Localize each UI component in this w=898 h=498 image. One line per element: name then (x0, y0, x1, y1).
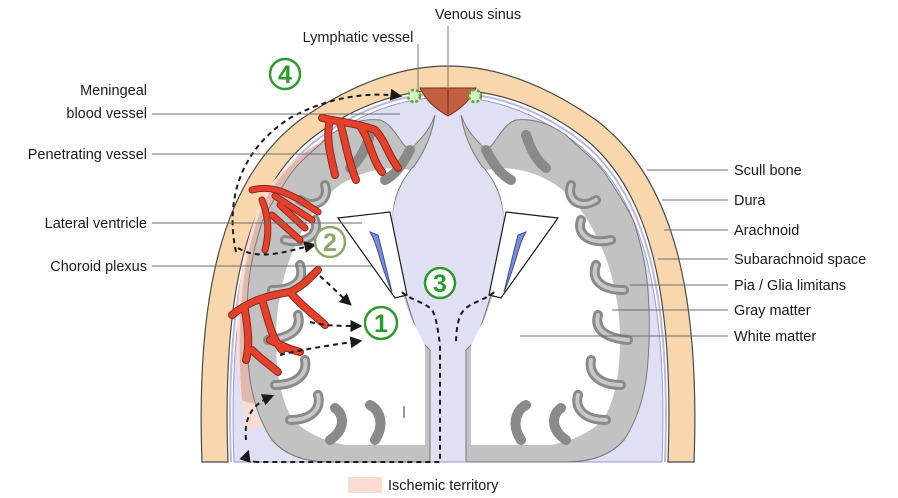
label-gray-matter: Gray matter (734, 303, 811, 319)
label-lateral-ventricle: Lateral ventricle (45, 216, 147, 232)
label-meningeal-2: blood vessel (66, 106, 147, 122)
marker-3: 3 (425, 268, 455, 298)
label-subarachnoid-space: Subarachnoid space (734, 252, 866, 268)
svg-text:4: 4 (278, 61, 292, 89)
svg-text:3: 3 (433, 270, 447, 298)
marker-4: 4 (270, 59, 300, 89)
lymphatic-vessel-right (469, 90, 481, 102)
svg-text:2: 2 (323, 229, 337, 257)
label-pia-glia: Pia / Glia limitans (734, 278, 846, 294)
label-penetrating-vessel: Penetrating vessel (28, 147, 147, 163)
label-white-matter: White matter (734, 329, 816, 345)
label-arachnoid: Arachnoid (734, 223, 799, 239)
label-venous-sinus: Venous sinus (435, 7, 521, 23)
label-dura: Dura (734, 193, 766, 209)
marker-2: 2 (315, 227, 345, 257)
legend-swatch (348, 477, 382, 493)
svg-text:1: 1 (374, 310, 388, 338)
label-meningeal-1: Meningeal (80, 83, 147, 99)
label-lymphatic-vessel: Lymphatic vessel (303, 30, 414, 46)
legend-label: Ischemic territory (388, 478, 499, 494)
label-scull-bone: Scull bone (734, 163, 802, 179)
label-choroid-plexus: Choroid plexus (50, 259, 147, 275)
marker-1: 1 (365, 307, 397, 339)
